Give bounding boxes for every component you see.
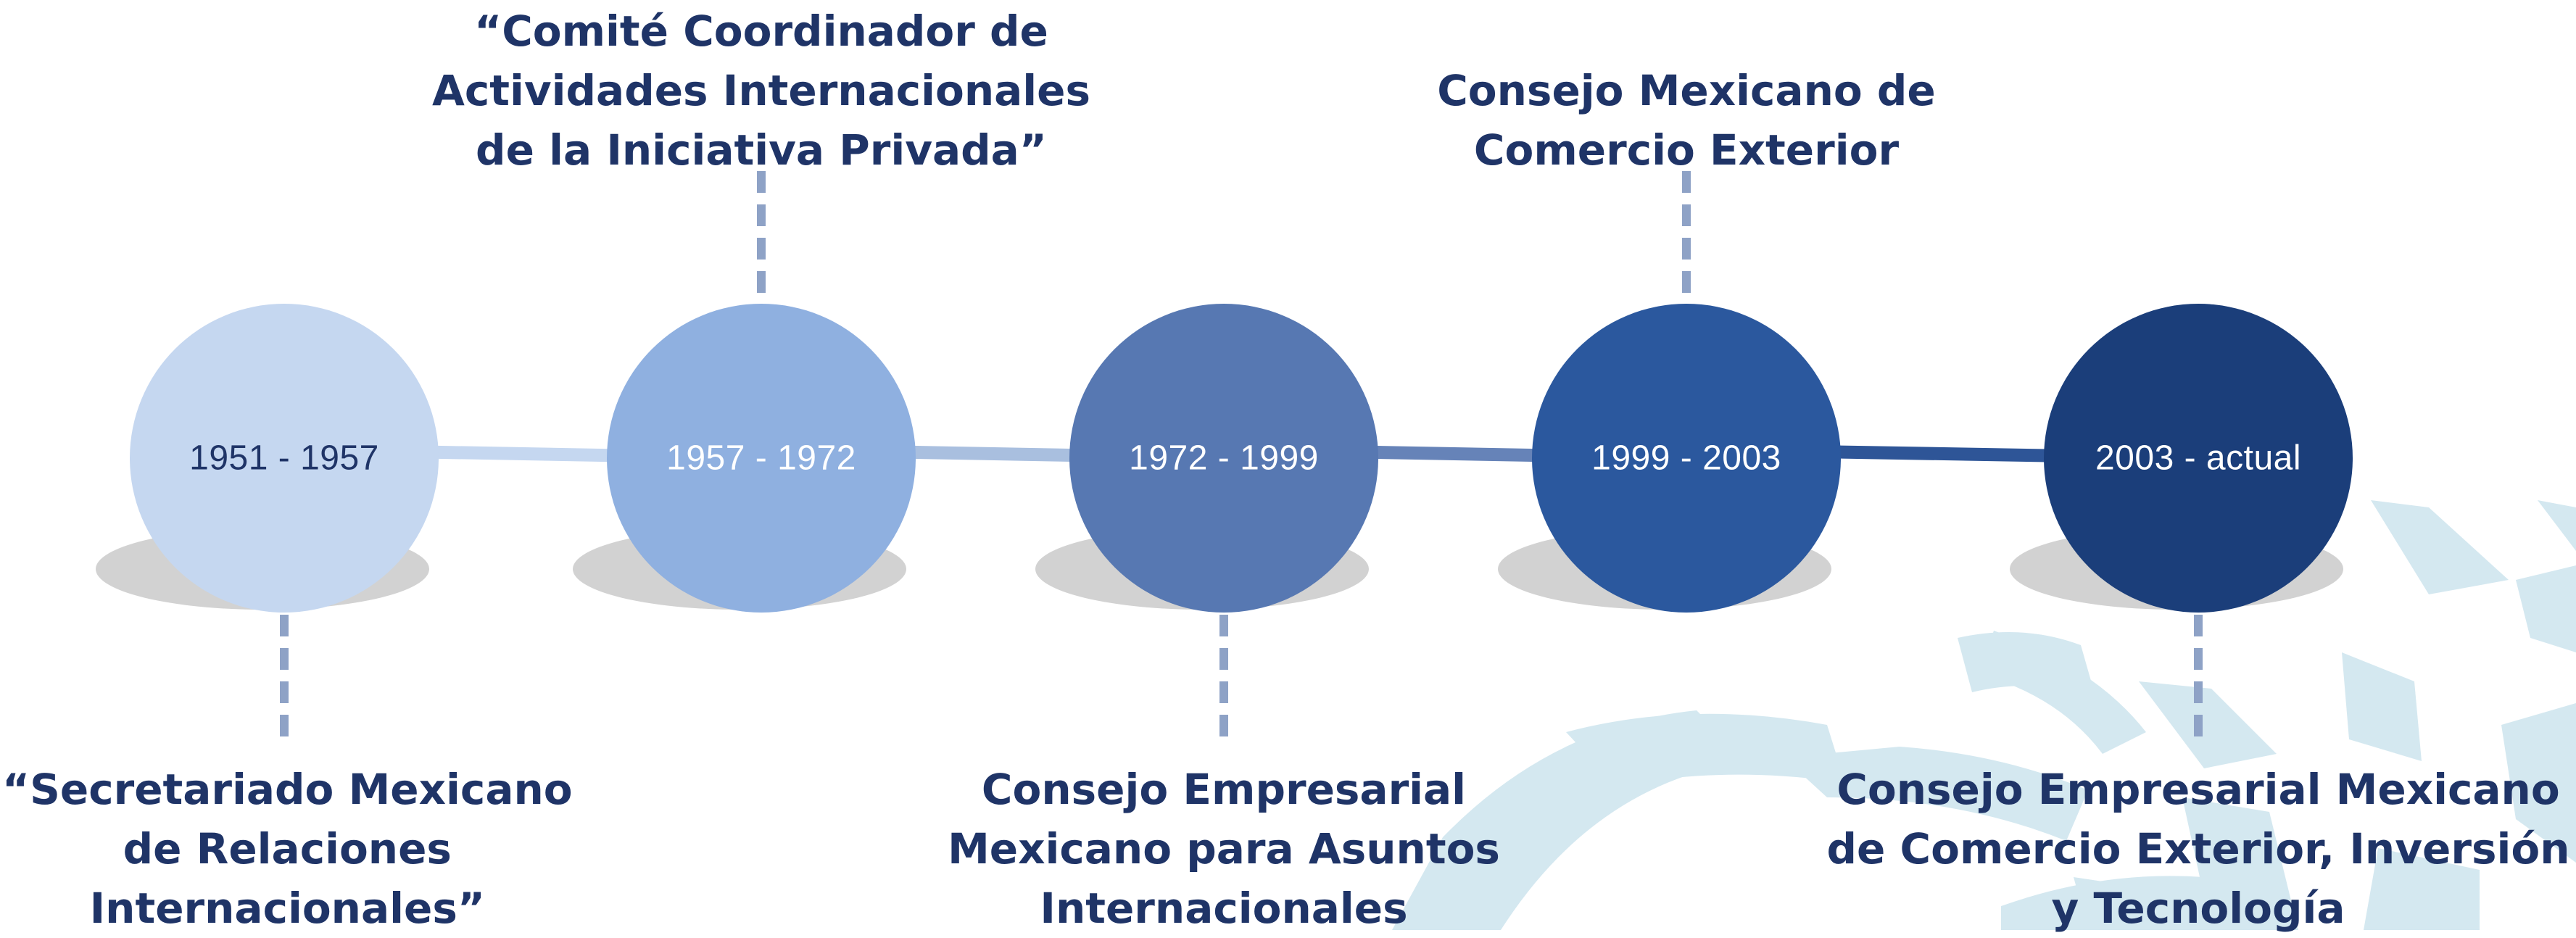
dashed-leaders	[280, 171, 2203, 748]
period-label: 1999 - 2003	[1591, 439, 1781, 478]
period-circle	[1532, 304, 1841, 613]
organization-label-line: Comercio Exterior	[1473, 125, 1900, 175]
organization-label-line: Consejo Mexicano de	[1437, 66, 1936, 115]
globe-logo-watermark	[1392, 500, 2576, 930]
period-label: 1951 - 1957	[189, 439, 379, 478]
period-label: 1972 - 1999	[1129, 439, 1319, 478]
organization-label: Consejo Empresarial Mexicano de Comercio …	[1826, 760, 2569, 938]
organization-label: “Comité Coordinador de Actividades Intern…	[432, 1, 1090, 180]
organization-label-line: “Comité Coordinador de	[474, 7, 1048, 56]
organization-label-line: Consejo Empresarial Mexicano	[1836, 765, 2560, 814]
organization-label-line: Internacionales	[1040, 884, 1408, 933]
organization-label-line: de Comercio Exterior, Inversión	[1826, 824, 2570, 873]
period-circle	[2044, 304, 2353, 613]
organization-label-line: “Secretariado Mexicano	[1, 765, 573, 814]
period-circle	[1069, 304, 1378, 613]
period-label: 2003 - actual	[2095, 439, 2302, 478]
organization-label-line: Mexicano para Asuntos	[948, 824, 1500, 873]
organization-label-line: Actividades Internacionales	[431, 66, 1091, 115]
period-label: 1957 - 1972	[666, 439, 856, 478]
period-circle	[607, 304, 916, 613]
organization-label-line: Consejo Empresarial	[981, 765, 1467, 814]
organization-label-line: y Tecnología	[2051, 884, 2345, 933]
period-circle	[130, 304, 439, 613]
organization-label-line: Internacionales”	[89, 884, 485, 933]
organization-label-line: de Relaciones	[123, 824, 452, 873]
period-circles	[130, 304, 2353, 613]
organization-label-line: de la Iniciativa Privada”	[476, 125, 1047, 175]
organization-label: Consejo Mexicano de Comercio Exterior	[1437, 61, 1936, 180]
